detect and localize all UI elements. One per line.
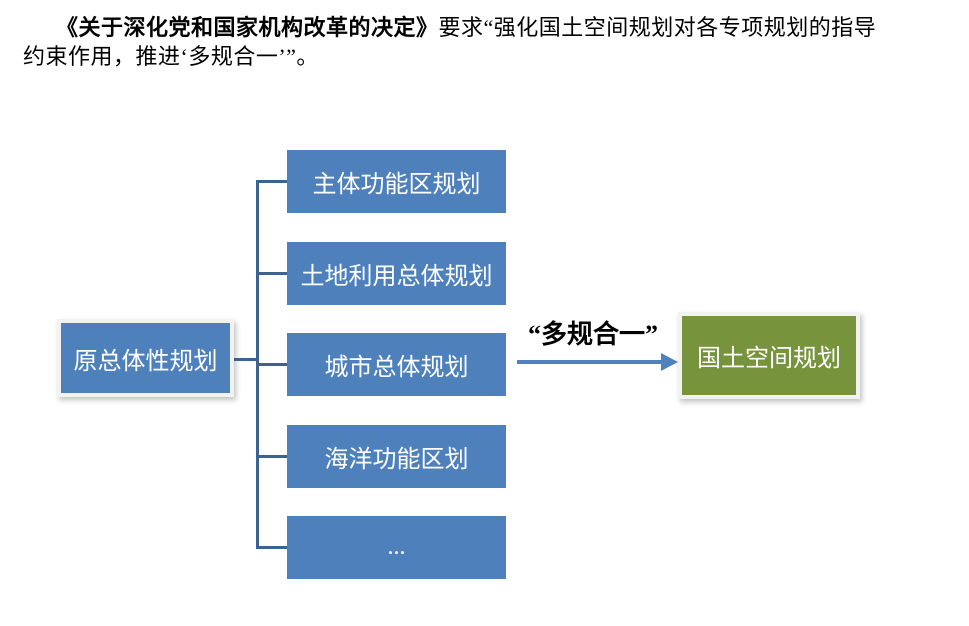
document-title-text: 《关于深化党和国家机构改革的决定》 — [56, 15, 439, 40]
intro-line1-text: 要求“强化国土空间规划对各专项规划的指导 — [438, 15, 877, 40]
intro-line2-text: 约束作用，推进‘多规合一’”。 — [23, 44, 319, 69]
plan-box-urban-master: 城市总体规划 — [287, 333, 506, 396]
integration-arrow-label: “多规合一” — [527, 320, 658, 349]
plan-box-ellipsis: ... — [287, 516, 506, 579]
target-plan-label: 国土空间规划 — [697, 346, 841, 372]
plan-box-label: 主体功能区规划 — [312, 172, 481, 198]
connector-trunk — [256, 180, 259, 549]
plan-box-label: 城市总体规划 — [324, 355, 469, 381]
connector-branch-1 — [258, 180, 287, 183]
connector-branch-4 — [258, 455, 287, 458]
connector-source — [234, 358, 259, 361]
plan-box-main-function-zone: 主体功能区规划 — [287, 150, 506, 213]
plan-box-marine-function: 海洋功能区划 — [287, 425, 506, 488]
connector-branch-2 — [258, 272, 287, 275]
plan-box-label: 土地利用总体规划 — [300, 264, 493, 290]
integration-arrow — [517, 360, 663, 364]
source-plan-box: 原总体性规划 — [57, 319, 234, 397]
plan-box-label: ... — [387, 534, 406, 560]
connector-branch-3 — [258, 363, 287, 366]
intro-paragraph: 《关于深化党和国家机构改革的决定》要求“强化国土空间规划对各专项规划的指导约束作… — [23, 13, 943, 71]
target-plan-box: 国土空间规划 — [678, 312, 860, 399]
connector-branch-5 — [258, 546, 287, 549]
plan-box-land-use: 土地利用总体规划 — [287, 242, 506, 305]
arrow-head-icon — [661, 353, 678, 371]
plan-box-label: 海洋功能区划 — [324, 447, 469, 473]
source-plan-label: 原总体性规划 — [73, 348, 218, 375]
